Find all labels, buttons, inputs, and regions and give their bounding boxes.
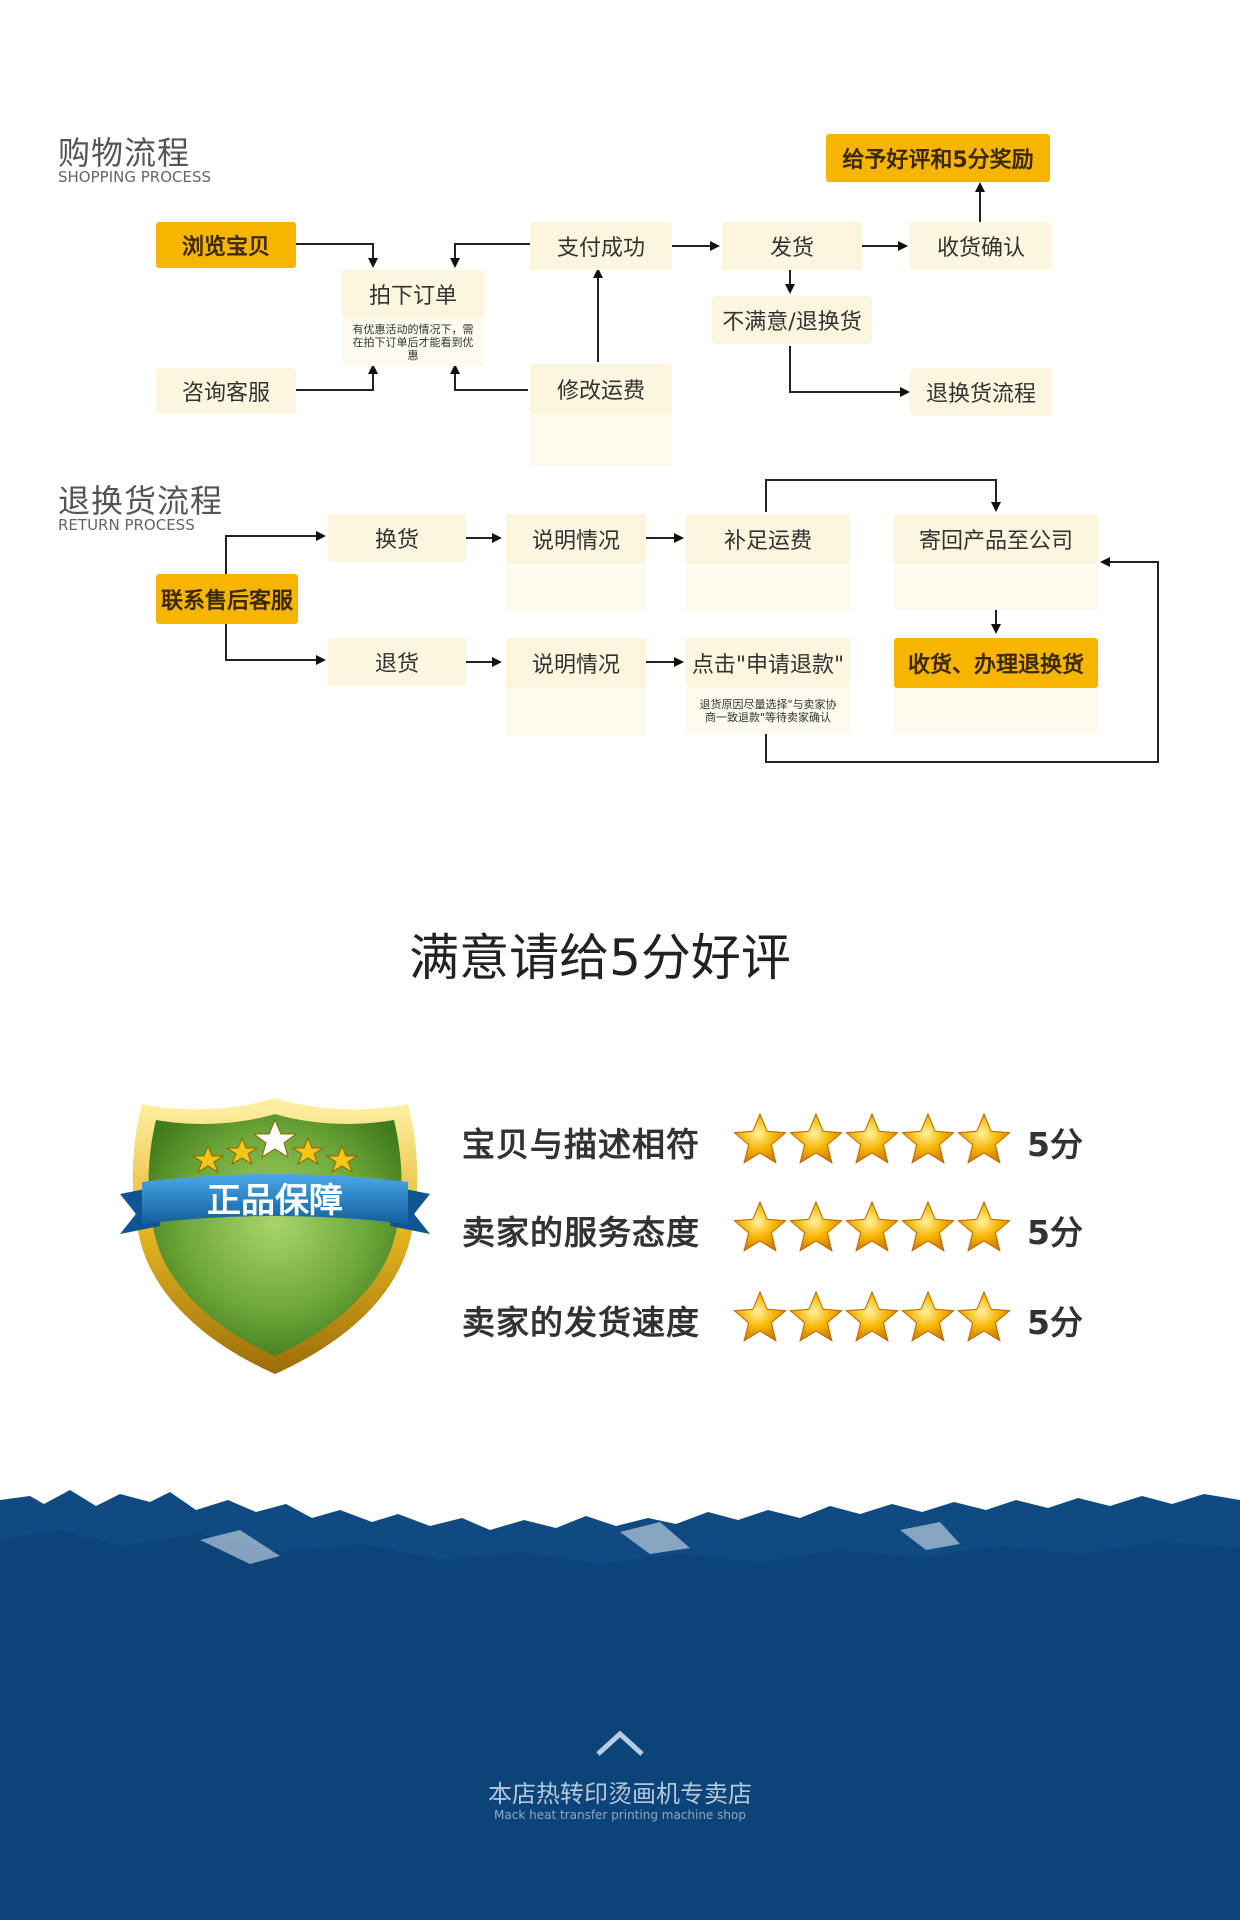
explain-refund-blank [506,688,646,736]
footer-banner [0,1490,1240,1920]
contact-after-sales-box: 联系售后客服 [156,574,298,624]
shopping-process-subtitle: SHOPPING PROCESS [58,168,212,186]
star-icon [733,1112,787,1164]
browse-item-box: 浏览宝贝 [156,222,296,268]
good-review-box: 给予好评和5分奖励 [826,134,1050,182]
ship-box: 发货 [722,222,862,270]
return-process-title: 退换货流程 [58,482,224,520]
modify-shipping-blank [530,414,672,466]
receive-handle-blank [894,688,1098,734]
consult-service-box: 咨询客服 [156,368,296,414]
star-icon [901,1112,955,1164]
apply-refund-box: 点击"申请退款" [686,638,850,688]
receive-handle-box: 收货、办理退换货 [894,638,1098,688]
shopping-process-title: 购物流程 [58,134,191,172]
rating-stars [732,1198,1012,1258]
apply-refund-note: 退货原因尽量选择"与卖家协商一致退款"等待卖家确认 [686,688,850,734]
modify-shipping-box: 修改运费 [530,364,672,414]
star-icon [733,1200,787,1252]
footer-shop-name-en: Mack heat transfer printing machine shop [494,1808,746,1822]
star-icon [957,1290,1011,1342]
rating-score-service: 5分 [1027,1213,1083,1252]
add-shipping-box: 补足运费 [686,514,850,564]
star-icon [733,1290,787,1342]
explain-exchange-blank [506,564,646,612]
add-shipping-blank [686,564,850,612]
payment-success-box: 支付成功 [530,222,672,270]
return-process-box: 退换货流程 [910,368,1052,416]
star-icon [789,1290,843,1342]
footer-shop-name: 本店热转印烫画机专卖店 [488,1780,752,1808]
ribbon-banner [142,1174,408,1224]
rating-score-shipping: 5分 [1027,1303,1083,1342]
rating-label-shipping: 卖家的发货速度 [462,1303,700,1342]
send-back-blank [894,564,1098,610]
star-icon [845,1290,899,1342]
explain-refund-box: 说明情况 [506,638,646,688]
star-icon [957,1112,1011,1164]
confirm-receipt-box: 收货确认 [910,222,1052,270]
shopping-process-heading: 购物流程 SHOPPING PROCESS [58,128,211,186]
star-icon [845,1112,899,1164]
star-icon [901,1200,955,1252]
exchange-box: 换货 [328,514,466,562]
send-back-box: 寄回产品至公司 [894,514,1098,564]
star-icon [845,1200,899,1252]
star-icon [789,1200,843,1252]
rating-label-service: 卖家的服务态度 [462,1213,700,1252]
rating-label-description: 宝贝与描述相符 [462,1125,700,1164]
star-icon [957,1200,1011,1252]
unsatisfied-box: 不满意/退换货 [712,296,872,344]
star-row-icon [191,1118,359,1174]
star-icon [789,1112,843,1164]
explain-exchange-box: 说明情况 [506,514,646,564]
flow-connectors [225,182,1159,763]
star-icon [901,1290,955,1342]
rating-stars [732,1288,1012,1348]
authentic-guarantee-badge: 正品保障 [120,1098,430,1374]
rating-row: 宝贝与描述相符 5分 [462,1110,1102,1170]
place-order-note: 有优惠活动的情况下，需在拍下订单后才能看到优惠 [342,318,484,366]
rating-row: 卖家的服务态度 5分 [462,1198,1102,1258]
chevron-up-icon [596,1730,644,1756]
rating-stars [732,1110,1012,1170]
refund-box: 退货 [328,638,466,686]
rating-score-description: 5分 [1027,1125,1083,1164]
badge-text: 正品保障 [207,1181,343,1221]
place-order-box: 拍下订单 [342,270,484,318]
return-process-heading: 退换货流程 RETURN PROCESS [58,476,223,534]
rating-row: 卖家的发货速度 5分 [462,1288,1102,1348]
review-heading: 满意请给5分好评 [409,929,791,987]
return-process-subtitle: RETURN PROCESS [58,516,195,534]
